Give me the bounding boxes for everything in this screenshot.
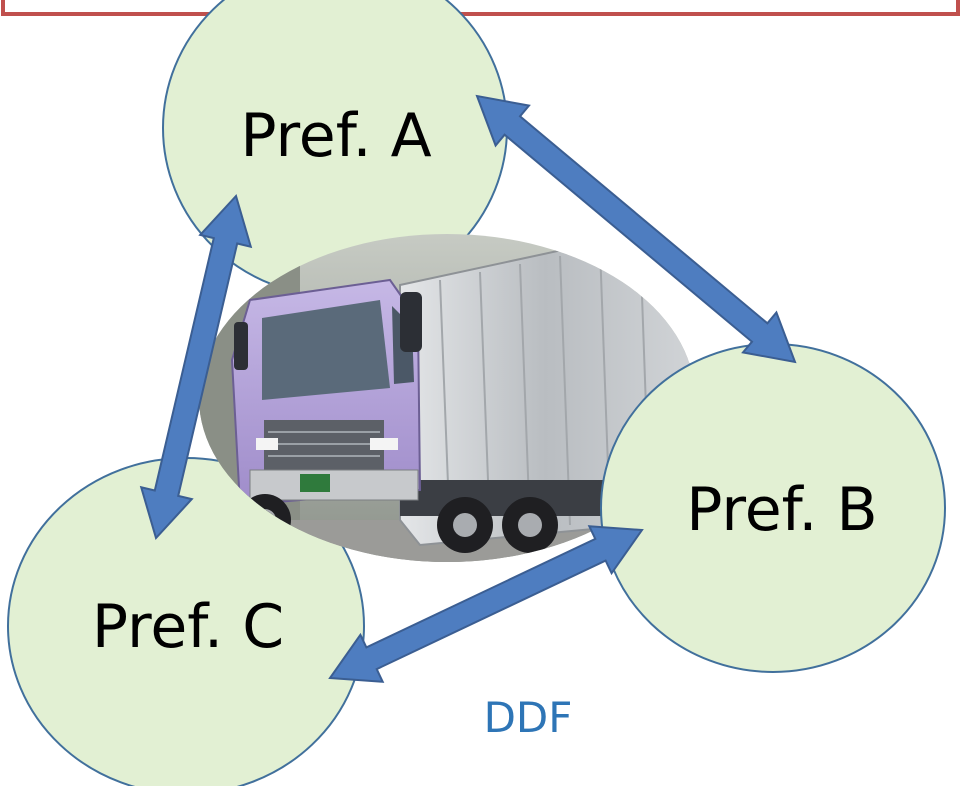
top-banner [1,0,960,16]
arrow-a-b [475,94,797,364]
label-pref-c: Pref. C [92,592,284,662]
arrow-b-c [328,525,644,683]
label-pref-a: Pref. A [240,101,431,171]
label-pref-b: Pref. B [686,475,877,545]
caption-ddf: DDF [484,693,573,742]
arrow-a-c [139,194,253,540]
